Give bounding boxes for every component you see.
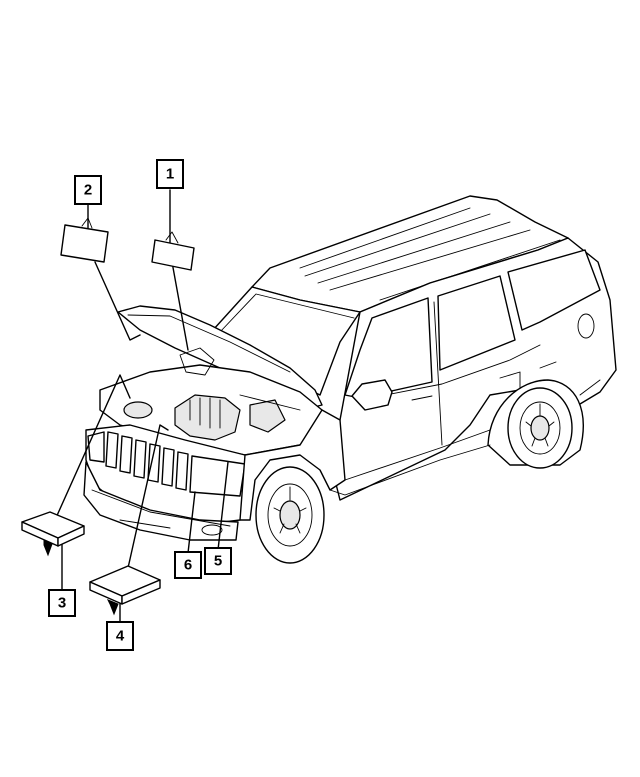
label-part-2 (60, 224, 109, 263)
callout-box-2 (74, 175, 102, 205)
vehicle-illustration (83, 195, 617, 564)
callout-label-3: 3 (58, 595, 66, 612)
callout-label-5: 5 (214, 553, 222, 570)
callout-4: 4 (106, 621, 134, 651)
callout-box-5 (204, 547, 232, 575)
leader-line-4b (127, 424, 169, 569)
callout-box-1 (156, 159, 184, 189)
label-parts (21, 217, 195, 616)
callout-2: 2 (74, 175, 102, 205)
label-part-1 (151, 239, 195, 271)
callout-3: 3 (48, 589, 76, 617)
leader-lines (54, 189, 229, 623)
callout-box-6 (174, 551, 202, 579)
callout-label-2: 2 (84, 182, 92, 199)
leader-line-6 (187, 491, 196, 554)
leader-line-1b (171, 261, 189, 351)
callout-label-4: 4 (116, 628, 125, 645)
callout-5: 5 (204, 547, 232, 575)
leader-line-5 (217, 461, 229, 551)
callout-box-4 (106, 621, 134, 651)
leader-line-2b (94, 261, 141, 341)
callout-6: 6 (174, 551, 202, 579)
callout-label-1: 1 (166, 166, 174, 183)
leader-line-3b (54, 374, 131, 521)
callout-box-3 (48, 589, 76, 617)
callout-label-6: 6 (184, 557, 192, 574)
callout-1: 1 (156, 159, 184, 189)
